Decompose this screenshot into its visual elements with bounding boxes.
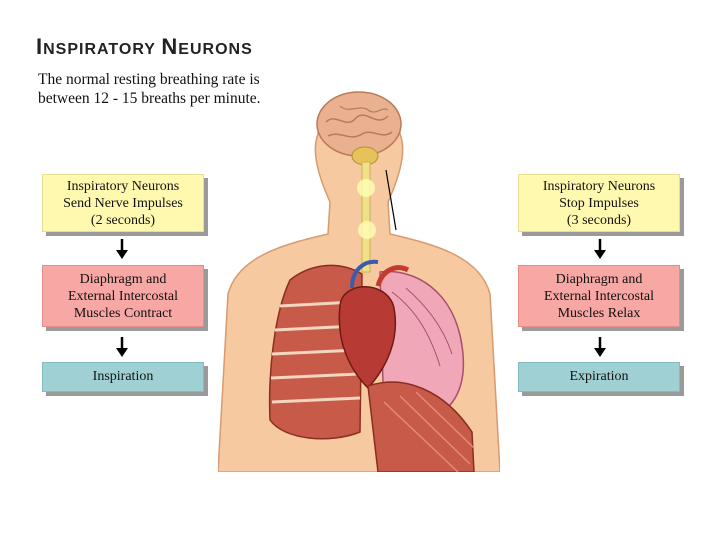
right-muscles-line-3: Muscles Relax bbox=[519, 305, 679, 322]
right-muscles-line-1: Diaphragm and bbox=[519, 271, 679, 288]
title-rest-2: EURONS bbox=[178, 41, 252, 58]
left-muscles-line-2: External Intercostal bbox=[43, 288, 203, 305]
right-neurons-line-3: (3 seconds) bbox=[519, 212, 679, 229]
left-muscles-line-3: Muscles Contract bbox=[43, 305, 203, 322]
inspiration-box: Inspiration bbox=[42, 362, 204, 392]
left-muscles-box: Diaphragm and External Intercostal Muscl… bbox=[42, 265, 204, 327]
right-muscles-box: Diaphragm and External Intercostal Muscl… bbox=[518, 265, 680, 327]
expiration-box: Expiration bbox=[518, 362, 680, 392]
left-neurons-line-3: (2 seconds) bbox=[43, 212, 203, 229]
left-neurons-line-2: Send Nerve Impulses bbox=[43, 195, 203, 212]
title-rest-1: NSPIRATORY bbox=[43, 41, 156, 58]
left-muscles-line-1: Diaphragm and bbox=[43, 271, 203, 288]
right-neurons-line-1: Inspiratory Neurons bbox=[519, 178, 679, 195]
right-muscles-line-2: External Intercostal bbox=[519, 288, 679, 305]
down-arrow-icon bbox=[112, 336, 132, 358]
down-arrow-icon bbox=[590, 336, 610, 358]
page-title: INSPIRATORY NEURONS bbox=[36, 34, 253, 60]
torso-anatomy-illustration bbox=[218, 84, 500, 472]
left-neurons-box: Inspiratory Neurons Send Nerve Impulses … bbox=[42, 174, 204, 232]
right-neurons-line-2: Stop Impulses bbox=[519, 195, 679, 212]
title-initial-2: N bbox=[161, 34, 178, 59]
right-neurons-box: Inspiratory Neurons Stop Impulses (3 sec… bbox=[518, 174, 680, 232]
left-neurons-line-1: Inspiratory Neurons bbox=[43, 178, 203, 195]
down-arrow-icon bbox=[112, 238, 132, 260]
down-arrow-icon bbox=[590, 238, 610, 260]
